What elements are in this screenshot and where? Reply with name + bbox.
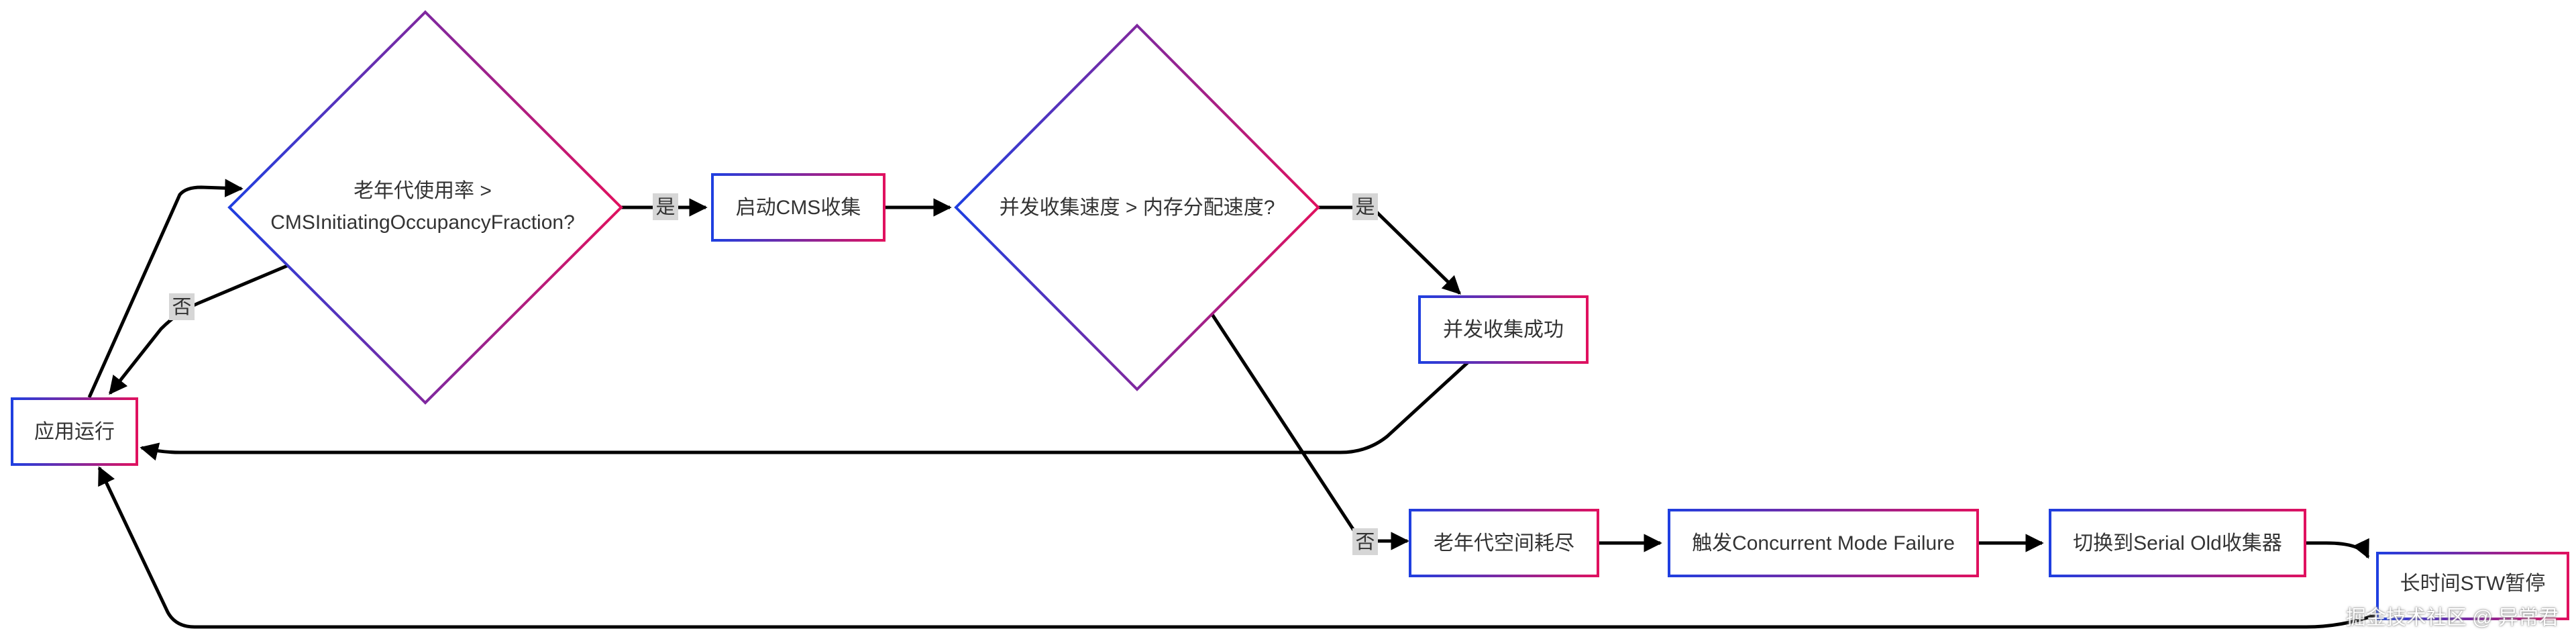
- node-speed-check: 并发收集速度 > 内存分配速度?: [954, 23, 1320, 391]
- edge-stw-to-app: [97, 466, 2377, 629]
- node-app-running: 应用运行: [11, 397, 138, 466]
- node-serial-old-text: 切换到Serial Old收集器: [2073, 532, 2282, 554]
- edge-label-yes-2: 是: [1352, 193, 1378, 220]
- node-long-stw: 长时间STW暂停: [2376, 552, 2569, 620]
- edge-speed-check-yes-to-success: [1318, 205, 1461, 295]
- edge-usage-check-no-to-app: [109, 264, 288, 395]
- node-cmf-text: 触发Concurrent Mode Failure: [1692, 532, 1955, 554]
- edge-app-to-usage-check: [87, 179, 244, 399]
- node-speed-check-text: 并发收集速度 > 内存分配速度?: [1000, 197, 1275, 219]
- edge-label-yes-1-text: 是: [655, 197, 675, 218]
- watermark: 掘金技术社区 @ 异常君: [2345, 607, 2559, 629]
- node-old-exhausted-text: 老年代空间耗尽: [1434, 532, 1574, 554]
- node-start-cms-text: 启动CMS收集: [736, 197, 861, 219]
- edge-labels: 是 否 是 否: [169, 193, 1378, 555]
- edge-label-no-1: 否: [169, 293, 195, 320]
- node-serial-old: 切换到Serial Old收集器: [2049, 509, 2306, 577]
- node-cmf: 触发Concurrent Mode Failure: [1668, 509, 1979, 577]
- node-long-stw-text: 长时间STW暂停: [2400, 573, 2546, 595]
- node-usage-check-line1: 老年代使用率 >: [354, 180, 492, 202]
- edge-speed-check-no-to-exhausted: [1210, 312, 1409, 550]
- edge-success-to-app: [140, 361, 1469, 461]
- node-old-exhausted: 老年代空间耗尽: [1409, 509, 1599, 577]
- edge-label-no-2: 否: [1352, 528, 1378, 555]
- node-app-running-text: 应用运行: [34, 421, 115, 443]
- node-success-text: 并发收集成功: [1443, 319, 1564, 341]
- node-start-cms: 启动CMS收集: [711, 173, 885, 242]
- node-success: 并发收集成功: [1418, 295, 1589, 364]
- nodes: 应用运行 老年代使用率 > CMSInitiatingOccupancyFrac…: [11, 10, 2569, 620]
- edge-serial-to-stw: [2305, 538, 2370, 559]
- node-usage-check-line2: CMSInitiatingOccupancyFraction?: [270, 211, 575, 234]
- edge-label-no-2-text: 否: [1355, 532, 1375, 553]
- edge-label-yes-2-text: 是: [1355, 197, 1375, 218]
- edge-label-no-1-text: 否: [172, 297, 191, 318]
- edge-label-yes-1: 是: [653, 193, 678, 220]
- node-usage-check: 老年代使用率 > CMSInitiatingOccupancyFraction?: [227, 10, 623, 405]
